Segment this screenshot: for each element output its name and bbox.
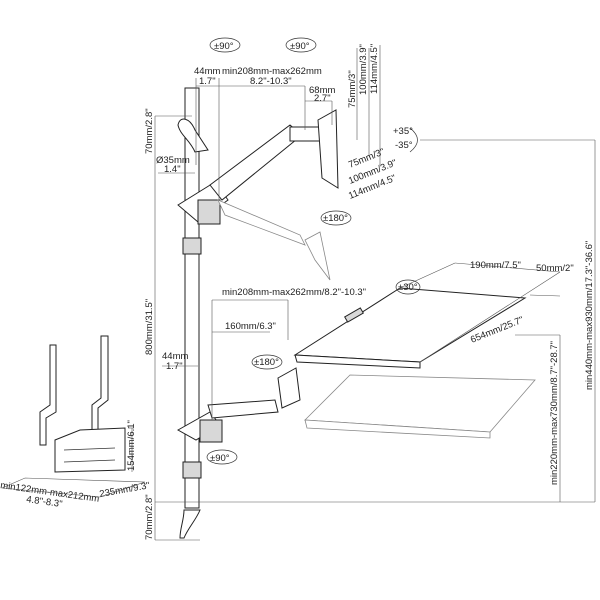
rotation-label: ±90°: [214, 41, 234, 52]
dim-label: 100mm/3.9": [358, 44, 369, 95]
dim-label: min440mm-max930mm/17.3"-36.6": [584, 241, 595, 390]
dimension-lines: [128, 45, 596, 541]
dim-label: 70mm/2.8": [144, 494, 155, 540]
dim-label: 1.7": [166, 361, 183, 372]
dim-label: 154mm/6.1": [126, 420, 137, 471]
tilt-label: -35°: [395, 140, 413, 151]
keyboard-arm: [176, 287, 536, 443]
rotation-label: ±90°: [210, 453, 230, 464]
dim-label: 44mm: [162, 351, 188, 362]
dim-label: 190mm/7.5": [470, 260, 521, 271]
dim-label: 160mm/6.3": [225, 321, 276, 332]
rotation-label: ±180°: [254, 357, 279, 368]
pole-collar: [182, 461, 202, 479]
dim-label: 44mm: [194, 66, 220, 77]
cpu-holder: [1, 335, 146, 498]
vesa-plate-upper: [317, 109, 339, 189]
dim-label: 1.7": [199, 76, 216, 87]
pole-collar: [182, 237, 202, 255]
dim-label: 50mm/2": [536, 263, 574, 274]
dim-label: 68mm: [309, 85, 335, 96]
dim-label: 4.8"-8.3": [26, 494, 64, 510]
monitor-arm: [177, 109, 339, 281]
vesa-plate-lower: [304, 231, 331, 281]
dim-label: 1.4": [164, 164, 181, 175]
dim-label: 70mm/2.8": [144, 108, 155, 154]
dim-label: min208mm-max262mm: [222, 66, 322, 77]
pole: [182, 87, 202, 509]
dim-label: 114mm/4.5": [369, 44, 380, 94]
dim-label: 8.2"-10.3": [250, 76, 292, 87]
dim-label: min208mm-max262mm/8.2"-10.3": [222, 287, 366, 298]
tilt-knob: [344, 307, 364, 323]
rotation-label: ±90°: [290, 41, 310, 52]
dim-label: 2.7": [314, 93, 331, 104]
tilt-label: +35°: [393, 126, 413, 137]
rotation-label: ±30°: [398, 282, 418, 293]
keyboard-tray: [293, 287, 527, 363]
dim-label: 75mm/3": [347, 70, 358, 108]
top-clamp: [177, 118, 209, 153]
rotation-indicators: [206, 37, 421, 465]
dim-label: min220mm-max730mm/8.7"-28.7": [549, 341, 560, 485]
dim-label: Ø35mm: [156, 155, 190, 166]
rotation-label: ±180°: [323, 213, 348, 224]
bottom-clamp: [179, 509, 201, 539]
dim-label: 235mm/9.3": [99, 480, 151, 500]
dim-label: 800mm/31.5": [144, 299, 155, 355]
